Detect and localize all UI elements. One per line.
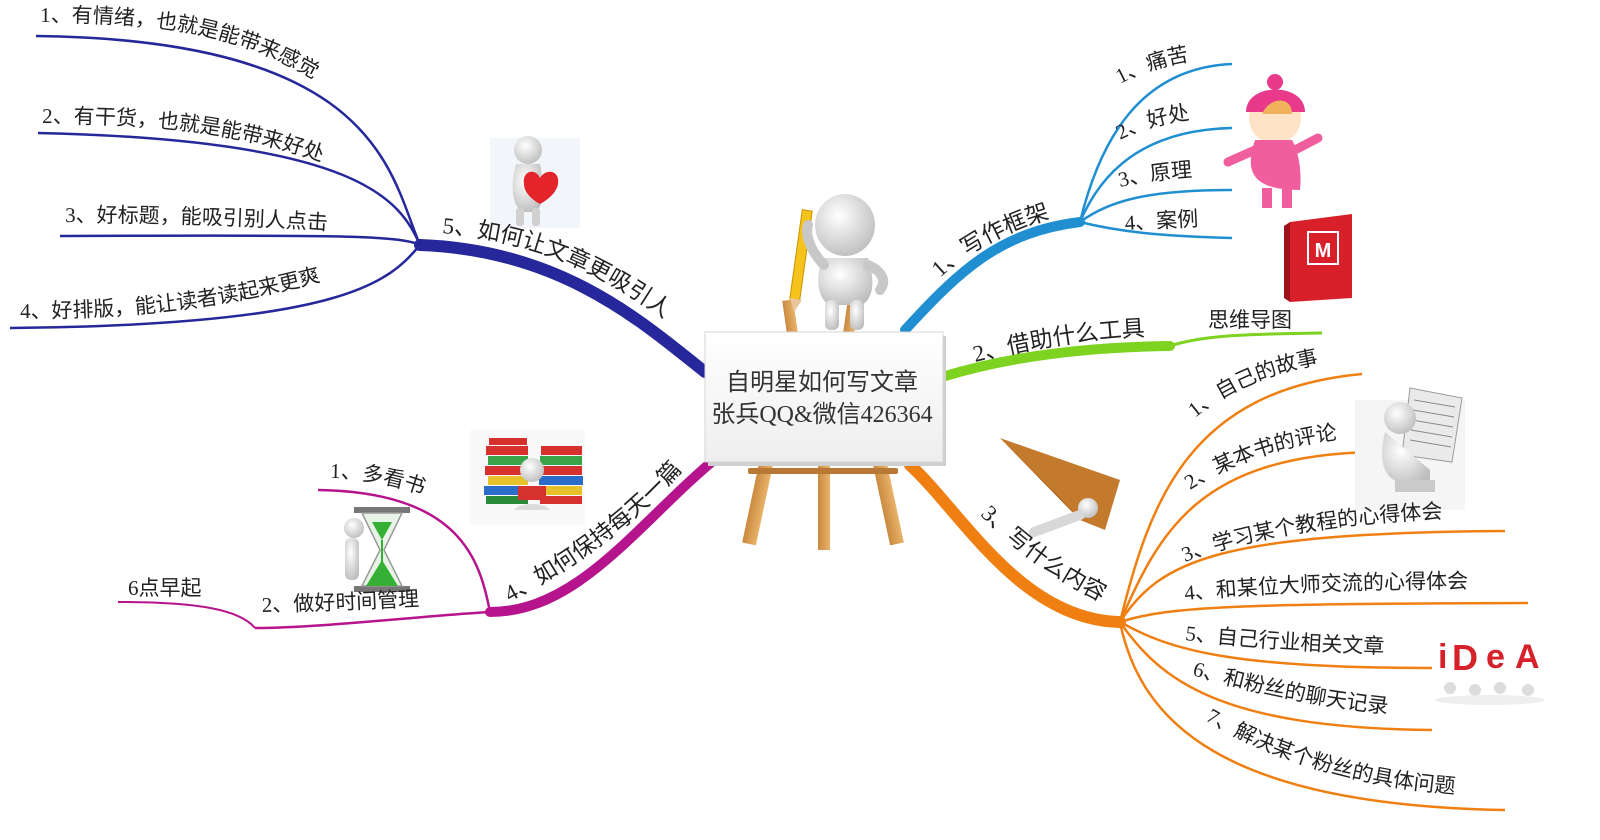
figure-holding-heart-icon — [490, 136, 580, 228]
branch-content-lines — [904, 372, 1529, 812]
attract-item-1[interactable]: 1、有情绪，也就是能带来感觉 — [40, 3, 323, 83]
svg-text:D: D — [1452, 637, 1478, 678]
idea-letters-icon: i D e A — [1435, 637, 1545, 705]
attract-item-3[interactable]: 3、好标题，能吸引别人点击 — [65, 203, 329, 235]
branch-attract-label[interactable]: 5、如何让文章更吸引人 — [442, 213, 676, 323]
central-topic-subtitle: 张兵QQ&微信426364 — [711, 401, 932, 428]
content-item-7[interactable]: 7、解决某个粉丝的具体问题 — [1203, 704, 1457, 799]
daily-item-1[interactable]: 1、多看书 — [330, 459, 429, 499]
attract-item-4[interactable]: 4、好排版，能让读者读起来更爽 — [20, 263, 322, 323]
hang-glider-figure-icon — [1000, 438, 1120, 537]
girl-in-pink-winter-clothes-icon — [1223, 74, 1323, 208]
branch-tools-lines — [937, 331, 1323, 382]
tools-item-1[interactable]: 思维导图 — [1208, 308, 1292, 332]
framework-item-1[interactable]: 1、痛苦 — [1111, 42, 1190, 88]
framework-item-3[interactable]: 3、原理 — [1116, 158, 1193, 192]
branch-tools-label[interactable]: 2、借助什么工具 — [970, 316, 1145, 367]
figure-reading-newspaper-icon — [1355, 387, 1465, 510]
mindmanager-box-icon: M — [1284, 214, 1352, 302]
hourglass-figure-icon — [344, 507, 410, 592]
content-item-1[interactable]: 1、自己的故事 — [1183, 345, 1320, 422]
daily-subitem-wake-early[interactable]: 6点早起 — [128, 576, 202, 600]
central-topic-title: 自明星如何写文章 — [726, 369, 918, 396]
branch-framework-lines — [900, 62, 1233, 335]
books-stack-icon — [470, 430, 585, 525]
svg-text:i: i — [1438, 638, 1447, 676]
framework-item-4[interactable]: 4、案例 — [1124, 207, 1199, 235]
central-topic[interactable] — [704, 331, 946, 466]
content-item-4[interactable]: 4、和某位大师交流的心得体会 — [1183, 569, 1468, 605]
content-item-5[interactable]: 5、自己行业相关文章 — [1184, 621, 1384, 658]
daily-item-2[interactable]: 2、做好时间管理 — [261, 587, 419, 617]
svg-text:A: A — [1515, 638, 1540, 676]
svg-text:e: e — [1486, 638, 1505, 676]
branch-framework-label[interactable]: 1、写作框架 — [927, 199, 1052, 282]
svg-text:M: M — [1315, 240, 1332, 262]
branch-daily-lines — [117, 450, 725, 630]
branch-attract-lines — [9, 34, 711, 378]
